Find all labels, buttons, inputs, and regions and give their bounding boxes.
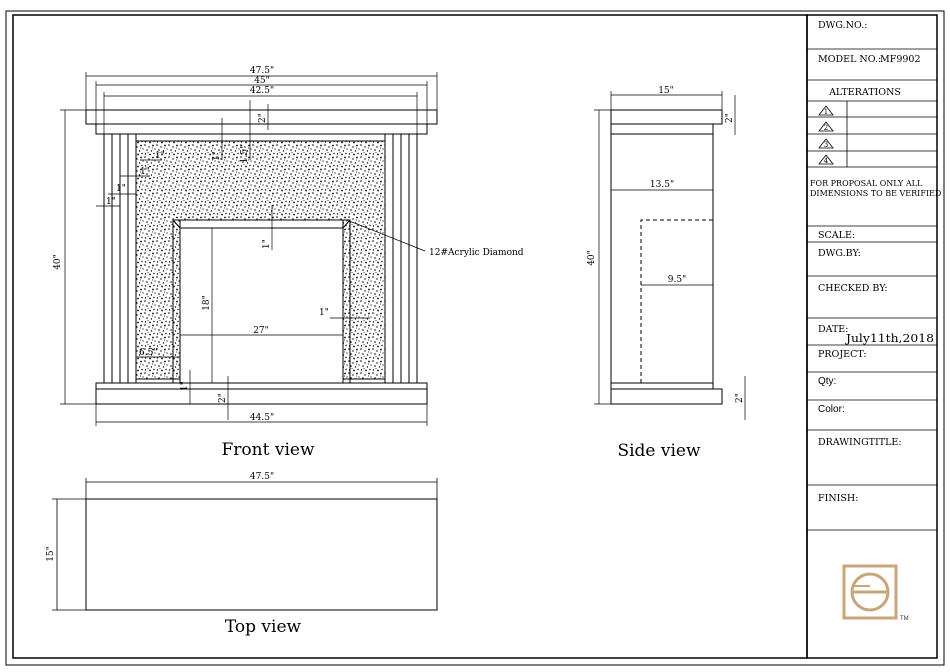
model-no-value: MF9902 [880,54,921,65]
front-dim-1-center: 1" [262,239,272,249]
front-dim-40: 40" [53,254,63,270]
checked-by-label: CHECKED BY: [818,283,888,294]
side-dim-15: 15" [658,86,674,96]
side-dim-40: 40" [587,250,597,266]
date-value: July11th,2018 [845,332,934,345]
front-dim-45: 45" [254,76,270,86]
front-dim-18: 18" [202,295,212,311]
qty-label: Qty: [818,376,836,387]
side-dimension-lines [594,91,746,420]
front-dim-2-bottom: 2" [218,393,228,403]
front-dim-1-bottom: 1" [180,381,190,391]
scale-label: SCALE: [818,230,855,241]
dwg-by-label: DWG.BY: [818,248,861,259]
svg-text:3: 3 [824,141,828,149]
front-dim-6-5: 6.5" [139,348,157,358]
proposal-note-line-1: FOR PROPOSAL ONLY ALL [810,179,923,188]
material-annotation: 12#Acrylic Diamond [429,248,524,258]
front-dim-42-5: 42.5" [250,86,274,96]
model-no-label: MODEL NO.: [818,54,881,65]
trademark-mark: TM [900,616,909,622]
alterations-heading: ALTERATIONS [828,87,901,98]
svg-text:1: 1 [824,108,828,116]
side-dim-2-bottom: 2" [735,393,745,403]
front-dim-1-a: 1" [212,151,222,161]
top-dim-47-5: 47.5" [250,472,274,482]
firebox-opening [172,219,351,383]
drawing-title-label: DRAWINGTITLE: [818,437,902,448]
top-view [52,478,438,611]
front-dim-44-5: 44.5" [250,413,274,423]
front-dim-1-e: 1" [106,197,116,207]
front-dimension-lines [60,72,438,426]
finish-label: FINISH: [818,493,858,504]
title-block-texts: DWG.NO.: MODEL NO.: MF9902 ALTERATIONS F… [810,20,941,504]
sheet-border [5,10,945,666]
front-dim-2-top: 2" [258,113,268,123]
svg-text:4: 4 [824,157,829,165]
alteration-4-icon: 4 [818,154,834,165]
dwg-no-label: DWG.NO.: [818,20,867,31]
project-label: PROJECT: [818,349,867,360]
top-dim-15: 15" [46,546,56,562]
front-dim-1-5: 1.5" [240,145,250,163]
date-label: DATE: [818,324,848,335]
side-dim-13-5: 13.5" [650,180,674,190]
side-view-label: Side view [617,441,701,461]
top-view-label: Top view [225,617,302,637]
title-block-grid [807,48,937,531]
front-dimension-texts: 47.5" 45" 42.5" 40" 2" 1.5" 1" 1" 1" 1" … [53,66,524,460]
side-view [610,109,723,405]
front-dim-1-b: 1" [155,151,165,161]
front-view-label: Front view [222,440,315,460]
company-logo-icon: TM [842,564,909,622]
top-dimension-texts: 47.5" 15" Top view [46,472,302,637]
side-dimension-texts: 15" 2" 13.5" 40" 9.5" 2" Side view [587,86,745,461]
svg-text:2: 2 [824,124,828,132]
alteration-3-icon: 3 [818,138,834,149]
side-dim-9-5: 9.5" [668,275,686,285]
front-dim-1-right: 1" [319,308,329,318]
alteration-2-icon: 2 [818,121,834,132]
front-dim-1-d: 1" [116,184,126,194]
front-dim-47-5: 47.5" [250,66,274,76]
proposal-note-line-2: DIMENSIONS TO BE VERIFIED [810,189,941,198]
front-dim-27: 27" [253,326,269,336]
alteration-1-icon: 1 [818,105,834,116]
side-dim-2-top: 2" [725,113,735,123]
color-label: Color: [818,404,845,415]
alteration-triangles: 1 2 3 4 [818,105,834,165]
front-dim-1-c: 1" [140,167,150,177]
